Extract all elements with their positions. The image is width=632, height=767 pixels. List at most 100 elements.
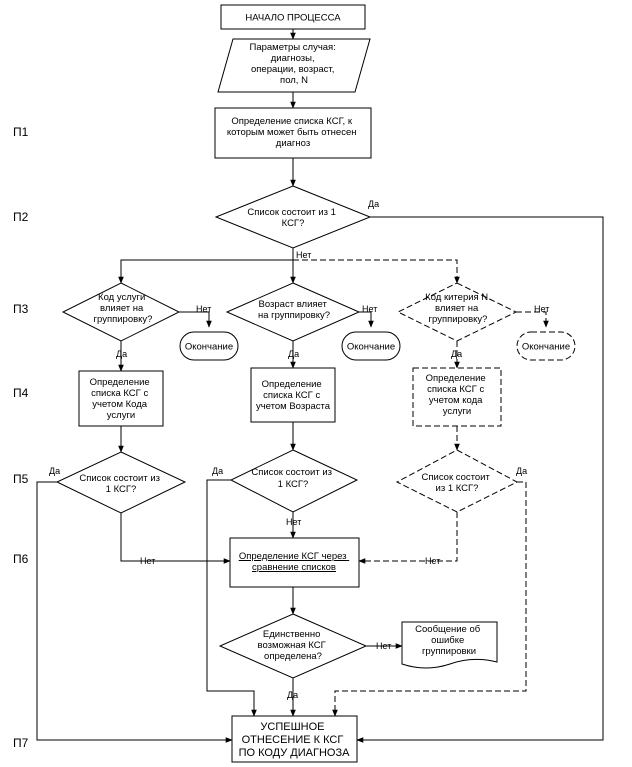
p3-criteria-text-1: Код китерия N (425, 292, 488, 303)
p3-code-node: Код услуги влияет на группировку? (61, 282, 181, 342)
svg-text:Параметры случая: диагно: Параметры случая: диагнозы, операции, во… (250, 42, 339, 86)
p3-code-text-3: группировку? (94, 314, 153, 325)
p3-criteria-node: Код китерия N влияет на группировку? (396, 282, 518, 342)
svg-text:НАЧАЛО ПРОЦЕССА: НАЧАЛО ПРОЦЕССА (245, 13, 341, 24)
p3-criteria-text-2: влияет на (435, 303, 479, 314)
end-node-2: Окончание (341, 331, 401, 361)
label-p3code-yes: Да (116, 349, 127, 359)
start-node-text: НАЧАЛО ПРОЦЕССА (245, 13, 341, 24)
success-text-3: ПО КОДУ ДИАГНОЗА (239, 747, 351, 759)
svg-text:УСПЕШНОЕ ОТНЕСЕНИЕ К КСГ: УСПЕШНОЕ ОТНЕСЕНИЕ К КСГ ПО КОДУ ДИАГНОЗ… (239, 721, 351, 759)
start-node: НАЧАЛО ПРОЦЕССА (220, 4, 366, 30)
stage-label-p2: П2 (13, 210, 29, 224)
p1-text-1: Определение списка КСГ, к (231, 116, 352, 127)
label-p3code-no: Нет (196, 304, 211, 314)
p5-right-node: Список состоит из 1 КСГ? (395, 449, 519, 513)
edge-p5right-no-compare (358, 512, 458, 564)
p3-code-text-2: влияет на (100, 303, 144, 314)
p4-criteria-text-2: списка КСГ с (427, 384, 484, 395)
p5-mid-text-2: 1 КСГ? (278, 479, 309, 490)
connectors (36, 29, 604, 743)
success-node: УСПЕШНОЕ ОТНЕСЕНИЕ К КСГ ПО КОДУ ДИАГНОЗ… (231, 715, 358, 763)
edge-p5right-yes-success (332, 481, 527, 717)
svg-text:Единственно возможная КС: Единственно возможная КСГ определена? (258, 629, 329, 662)
p4-code-text-2: списка КСГ с (91, 388, 148, 399)
stage-label-p5: П5 (13, 472, 29, 486)
svg-text:Список состоит из 1 КСГ?: Список состоит из 1 КСГ? (247, 207, 338, 229)
svg-text:Окончание: Окончание (522, 342, 570, 353)
p3-code-text-1: Код услуги (98, 292, 145, 303)
label-single-no: Нет (376, 641, 391, 651)
p6-single-text-3: определена? (264, 651, 322, 662)
svg-text:Код услуги влияет на: Код услуги влияет на группировку? (94, 292, 153, 325)
svg-text:Определение списка КСГ с: Определение списка КСГ с учетом Кода усл… (90, 377, 153, 421)
params-text-3: операции, возраст, (251, 64, 334, 75)
svg-text:Определение списка КСГ с: Определение списка КСГ с учетом кода усл… (426, 373, 489, 417)
p3-age-text-2: на группировку? (258, 310, 330, 321)
label-single-yes: Да (287, 690, 298, 700)
p5-left-text-1: Список состоит из (79, 473, 160, 484)
p4-code-text-4: услуги (107, 410, 135, 421)
p4-age-text-3: учетом Возраста (256, 401, 331, 412)
p6-compare-node: Определение КСГ через сравнение списков (229, 537, 360, 588)
error-message-node: Сообщение об ошибке группировки (401, 621, 498, 669)
svg-text:Окончание: Окончание (347, 342, 395, 353)
svg-text:Возраст влияет на группи: Возраст влияет на группировку? (258, 299, 330, 321)
edge-p5left-yes-success (36, 481, 233, 743)
p1-text-2: которым может быть отнесен (227, 127, 357, 138)
edge-labels: Да Нет Нет Нет Нет Да Да Да Да Да Да Нет… (49, 199, 549, 700)
p1-text-3: диагноз (276, 138, 310, 149)
edge-p3code-no-end (179, 311, 212, 328)
p4-code-text-3: учетом Кода (92, 399, 148, 410)
p4-age-text-1: Определение (262, 379, 322, 390)
p5-left-text-2: 1 КСГ? (106, 484, 137, 495)
params-text-4: пол, N (280, 75, 308, 86)
params-node: Параметры случая: диагнозы, операции, во… (217, 38, 371, 93)
edge-p3age-no-end (359, 311, 374, 328)
p3-age-node: Возраст влияет на группировку? (225, 282, 361, 342)
label-p2-yes: Да (368, 199, 379, 209)
error-text-2: ошибке (431, 635, 464, 646)
end-node-1: Окончание (179, 331, 239, 361)
label-p5mid-no: Нет (286, 517, 301, 527)
end-2-text: Окончание (347, 342, 395, 353)
end-1-text: Окончание (185, 342, 233, 353)
p6-compare-text-2: сравнение списков (252, 562, 336, 573)
p4-code-text-1: Определение (90, 377, 150, 388)
success-text-1: УСПЕШНОЕ (260, 721, 324, 733)
p4-age-node: Определение списка КСГ с учетом Возраста (250, 367, 336, 423)
error-text-1: Сообщение об (415, 624, 481, 635)
edge-branch-left (118, 259, 293, 284)
p6-single-text-1: Единственно (263, 629, 321, 640)
p3-criteria-text-3: группировку? (429, 314, 488, 325)
p4-code-node: Определение списка КСГ с учетом Кода усл… (78, 370, 164, 427)
edge-p5mid-yes-success (206, 479, 257, 717)
p4-age-text-2: списка КСГ с (263, 390, 320, 401)
p4-criteria-node: Определение списка КСГ с учетом кода усл… (412, 367, 502, 427)
stage-label-p1: П1 (13, 125, 29, 139)
p2-text-1: Список состоит из 1 (247, 207, 336, 218)
p6-compare-text-1: Определение КСГ через (239, 551, 347, 562)
params-text-1: Параметры случая: (250, 42, 336, 53)
p1-define-node: Определение списка КСГ, к которым может … (214, 107, 372, 159)
label-p5mid-yes: Да (212, 466, 223, 476)
p5-mid-text-1: Список состоит из (251, 467, 332, 478)
label-p3crit-yes: Да (451, 349, 462, 359)
svg-text:Определение списка КСГ с: Определение списка КСГ с учетом Возраста (256, 379, 331, 412)
edge-p2-yes-success (356, 216, 604, 743)
p6-single-text-2: возможная КСГ (258, 640, 326, 651)
svg-text:Определение списка КСГ, к: Определение списка КСГ, к которым может … (227, 116, 359, 149)
label-p3age-yes: Да (288, 349, 299, 359)
svg-text:Список состоит из 1 КСГ?: Список состоит из 1 КСГ? (422, 472, 493, 494)
error-text-3: группировки (422, 646, 476, 657)
end-node-3: Окончание (516, 331, 576, 361)
label-p2-no: Нет (296, 250, 311, 260)
p2-text-2: КСГ? (282, 218, 305, 229)
p5-mid-node: Список состоит из 1 КСГ? (229, 449, 359, 513)
end-3-text: Окончание (522, 342, 570, 353)
label-p3age-no: Нет (362, 304, 377, 314)
label-p5right-no: Нет (425, 556, 440, 566)
p3-age-text-1: Возраст влияет (259, 299, 328, 310)
stage-label-p4: П4 (13, 386, 29, 400)
params-text-2: диагнозы, (271, 53, 315, 64)
